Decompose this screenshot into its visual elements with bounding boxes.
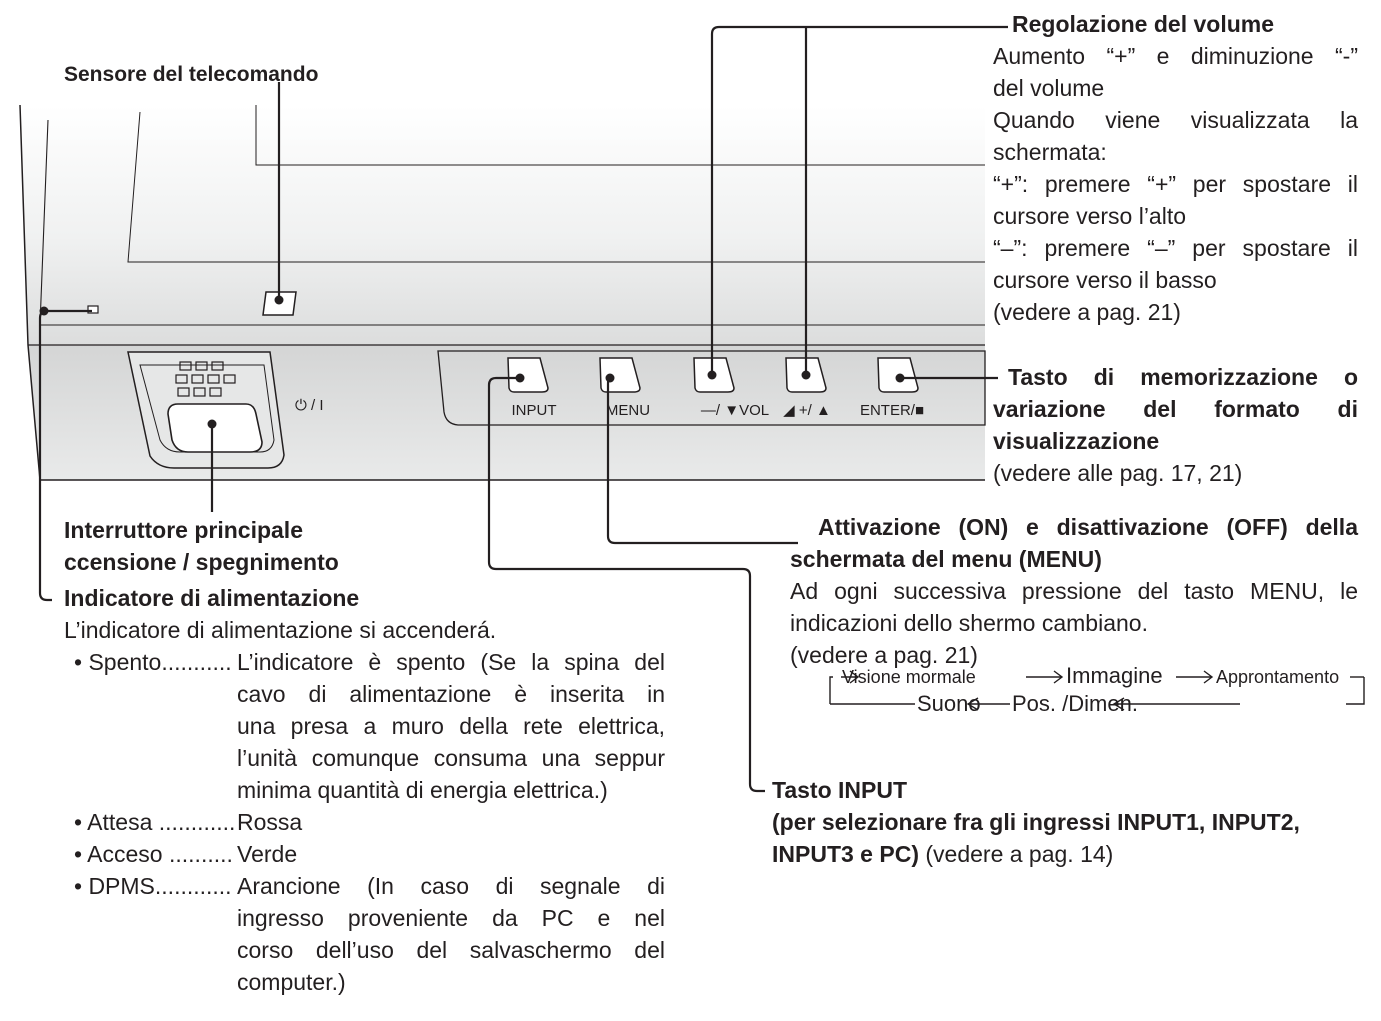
power-indicator-title: Indicatore di alimentazione	[64, 585, 360, 611]
grille-icon	[175, 361, 236, 397]
menu-title-line: schermata del menu (MENU)	[790, 546, 1102, 572]
indicator-desc: Arancione (In caso di segnale di	[237, 873, 665, 899]
leader-input	[487, 376, 765, 793]
button-enter-label: ENTER/■	[860, 402, 924, 419]
indicator-term: • DPMS............	[74, 873, 232, 899]
menu-flow-item: Pos. /Dimen.	[1012, 691, 1138, 716]
indicator-desc: l’unità comunque consuma una seppur	[237, 745, 665, 771]
indicator-desc: ingresso proveniente da PC e nel	[237, 905, 665, 931]
enter-ref: (vedere alle pag. 17, 21)	[993, 460, 1243, 486]
indicator-desc: Verde	[237, 841, 298, 867]
input-title: Tasto INPUT	[772, 777, 908, 803]
enter-title-line: Tasto di memorizzazione o	[1008, 364, 1358, 390]
input-sub-ref: (vedere a pag. 14)	[918, 841, 1114, 867]
button-menu-label: MENU	[606, 402, 650, 419]
enter-title-line: visualizzazione	[993, 428, 1160, 454]
button-input[interactable]	[507, 357, 549, 393]
button-vol-down-label: —/ ▼VOL	[701, 402, 769, 419]
volume-line: del volume	[993, 75, 1105, 101]
power-indicator-intro: L’indicatore di alimentazione si accende…	[64, 617, 497, 643]
menu-line: (vedere a pag. 21)	[790, 642, 978, 668]
device-top-surface	[20, 105, 985, 345]
volume-line: Aumento “+” e diminuzione “-”	[993, 43, 1358, 69]
menu-title-line: Attivazione (ON) e disattivazione (OFF) …	[818, 514, 1358, 540]
power-indicator-led	[87, 305, 99, 314]
button-input-label: INPUT	[512, 402, 557, 419]
indicator-term: • Spento...........	[74, 649, 232, 675]
volume-title: Regolazione del volume	[1012, 11, 1274, 37]
input-sub-2: INPUT3 e PC) (vedere a pag. 14)	[772, 840, 1113, 869]
input-sub: (per selezionare fra gli ingressi INPUT1…	[772, 809, 1300, 835]
indicator-term: • Attesa ............	[74, 809, 236, 835]
volume-line: “–”: premere “–” per spostare il	[993, 235, 1358, 261]
indicator-desc: L’indicatore è spento (Se la spina del	[237, 649, 665, 675]
button-menu[interactable]	[599, 357, 641, 393]
volume-line: (vedere a pag. 21)	[993, 299, 1181, 325]
menu-flow-item: Approntamento	[1216, 667, 1340, 687]
remote-sensor-title: Sensore del telecomando	[64, 63, 319, 86]
indicator-desc: corso dell’uso del salvaschermo del	[237, 937, 665, 963]
main-power-switch[interactable]	[167, 403, 263, 453]
leader-volume	[710, 25, 1008, 375]
menu-flow-item: Suono	[917, 691, 981, 716]
indicator-desc: Rossa	[237, 809, 303, 835]
button-vol-up-label: ◢ +/ ▲	[783, 402, 831, 419]
button-panel	[437, 350, 986, 426]
volume-line: cursore verso il basso	[993, 267, 1217, 293]
volume-line: cursore verso l’alto	[993, 203, 1187, 229]
menu-line: Ad ogni successiva pressione del tasto M…	[790, 578, 1358, 604]
volume-line: “+”: premere “+” per spostare il	[993, 171, 1358, 197]
indicator-desc: computer.)	[237, 969, 346, 995]
power-symbol-label: ⏻ / I	[295, 397, 324, 414]
volume-line: schermata:	[993, 139, 1107, 165]
menu-flow-diagram	[829, 670, 1365, 711]
main-power-title-line: Interruttore principale	[64, 517, 303, 543]
menu-line: indicazioni dello shermo cambiano.	[790, 610, 1148, 636]
indicator-term: • Acceso ..........	[74, 841, 233, 867]
indicator-desc: minima quantità di energia elettrica.)	[237, 777, 608, 803]
indicator-desc: una presa a muro della rete elettrica,	[237, 713, 665, 739]
menu-flow-item: Immagine	[1066, 663, 1163, 688]
main-power-title-line: ccensione / spegnimento	[64, 549, 339, 575]
volume-line: Quando viene visualizzata la	[993, 107, 1358, 133]
input-sub-bold: INPUT3 e PC)	[772, 841, 919, 867]
menu-flow-item: Visione mormale	[842, 667, 976, 687]
indicator-desc: cavo di alimentazione è inserita in	[237, 681, 665, 707]
enter-title-line: variazione del formato di	[993, 396, 1358, 422]
